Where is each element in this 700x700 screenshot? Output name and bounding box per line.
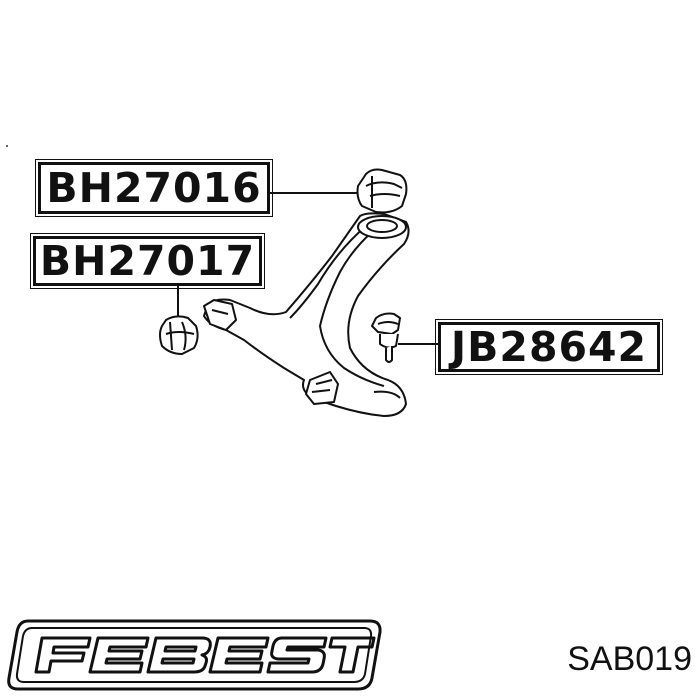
part-label-jb28642: JB28642 bbox=[435, 319, 663, 375]
stray-dot bbox=[6, 145, 8, 147]
ball-joint-drawing bbox=[371, 312, 401, 363]
control-arm-drawing bbox=[203, 212, 410, 417]
part-label-bh27017: BH27017 bbox=[30, 233, 265, 289]
febest-logo-icon bbox=[7, 619, 382, 691]
upper-bushing-drawing bbox=[356, 168, 408, 214]
lower-bushing-drawing bbox=[159, 315, 199, 355]
part-label-bh27016: BH27016 bbox=[35, 159, 273, 217]
article-code: SAB019 bbox=[567, 640, 692, 678]
